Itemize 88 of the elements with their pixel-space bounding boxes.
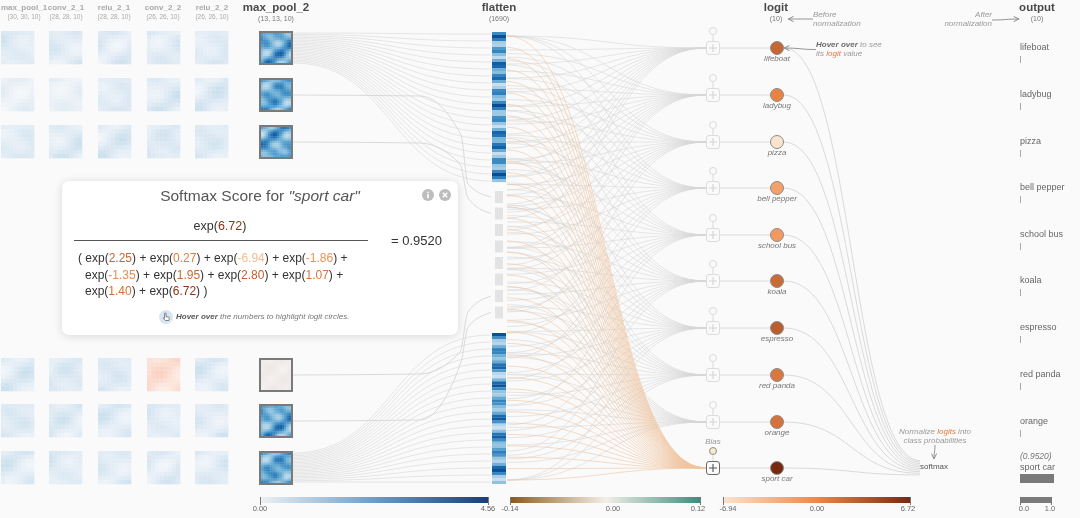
logit-circle [770, 368, 784, 382]
annotation-text: After normalization [943, 11, 992, 28]
logit-circle [770, 415, 784, 429]
class-label: lifeboat [1020, 42, 1050, 53]
logit-circle [770, 228, 784, 242]
logit-circle [770, 41, 784, 55]
formula-result: = 0.9520 [391, 233, 442, 249]
logit-circle [770, 135, 784, 149]
layer-title: output [1019, 1, 1055, 14]
class-label: orange [1020, 416, 1049, 427]
bias-circle [709, 447, 717, 455]
layer-title: relu_2_1 [97, 3, 131, 13]
layer-title: max_pool_1 [0, 3, 48, 13]
feature-map [259, 358, 293, 392]
formula-denominator: ( exp(2.25) + exp(0.27) + exp(-6.94) + exp(-1.86) + exp(-1.35) + exp(1.95) + exp(2.80) + exp(1.07) + exp(1.40) + exp(6.72) ) [78, 250, 349, 300]
connector-line [292, 94, 492, 198]
plus-icon [706, 321, 720, 335]
feature-map [259, 31, 293, 65]
class-label: lifeboat [764, 54, 790, 63]
connector-line [292, 312, 492, 422]
plus-icon [706, 415, 720, 429]
layer-title: flatten [481, 1, 517, 14]
layer-title: max_pool_2 [242, 1, 310, 14]
class-label: orange [764, 428, 790, 437]
connection-fan [506, 110, 707, 452]
class-label: sport car [761, 474, 793, 483]
logit-circle [770, 274, 784, 288]
logit-circle [770, 88, 784, 102]
connection-fan [292, 32, 492, 182]
connector-line [783, 280, 921, 469]
plus-icon [706, 228, 720, 242]
feature-map [259, 125, 293, 159]
popup-title: Softmax Score for "sport car" [160, 187, 360, 205]
class-label: espresso [760, 334, 794, 343]
softmax-label: softmax [920, 459, 948, 475]
plus-icon [706, 135, 720, 149]
plus-icon [706, 461, 720, 475]
class-label: bell pepper [1020, 182, 1065, 193]
logit-circle [770, 181, 784, 195]
logit-circle [770, 461, 784, 475]
class-label: koala [1020, 275, 1042, 286]
layer-title: relu_2_2 [195, 3, 229, 13]
annotation-text: Hover over to see its logit value [816, 41, 883, 58]
connector-line [783, 421, 921, 474]
class-label: ladybug [1020, 89, 1052, 100]
annotation-text: Normalize logits into class probabilities [898, 428, 972, 445]
connector-line [783, 374, 921, 473]
logit-circle [770, 321, 784, 335]
connection-fan [506, 35, 707, 481]
formula-numerator: exp(6.72) [193, 219, 247, 234]
bias-label: Bias [705, 437, 721, 446]
class-label: koala [767, 287, 787, 296]
class-label: ladybug [763, 101, 791, 110]
softmax-popup [62, 181, 458, 335]
class-label: espresso [1020, 322, 1057, 333]
class-label: sport car [1020, 462, 1055, 473]
plus-icon [706, 181, 720, 195]
annotation-text: Before normalization [813, 11, 862, 28]
connector-line [783, 234, 921, 468]
class-label: pizza [1020, 136, 1041, 147]
layer-title: conv_2_1 [47, 3, 85, 13]
class-label: bell pepper [757, 194, 797, 203]
connection-fan [506, 35, 707, 266]
layer-title: conv_2_2 [144, 3, 182, 13]
connector-line [783, 467, 921, 476]
feature-map [259, 451, 293, 485]
class-label: school bus [757, 241, 797, 250]
layer-title: logit [763, 1, 789, 14]
feature-map [259, 404, 293, 438]
connection-fan [506, 64, 707, 406]
plus-icon [706, 88, 720, 102]
class-label: pizza [767, 148, 787, 157]
connector-line [783, 327, 921, 471]
connection-fan [506, 35, 707, 219]
connector-line [712, 454, 714, 462]
connection-fan [292, 334, 492, 483]
hint-text: Hover over the numbers to highlight logit circles. [176, 312, 350, 322]
class-label: red panda [1020, 369, 1061, 380]
feature-map [259, 78, 293, 112]
plus-icon [706, 274, 720, 288]
plus-icon [706, 368, 720, 382]
class-label: school bus [1020, 229, 1064, 240]
plus-icon [706, 41, 720, 55]
connector-line [292, 141, 492, 214]
class-label: red panda [759, 381, 795, 390]
probability-value: (0.9520) [1020, 451, 1052, 461]
flatten-column [491, 32, 507, 484]
connector-line [292, 295, 492, 376]
